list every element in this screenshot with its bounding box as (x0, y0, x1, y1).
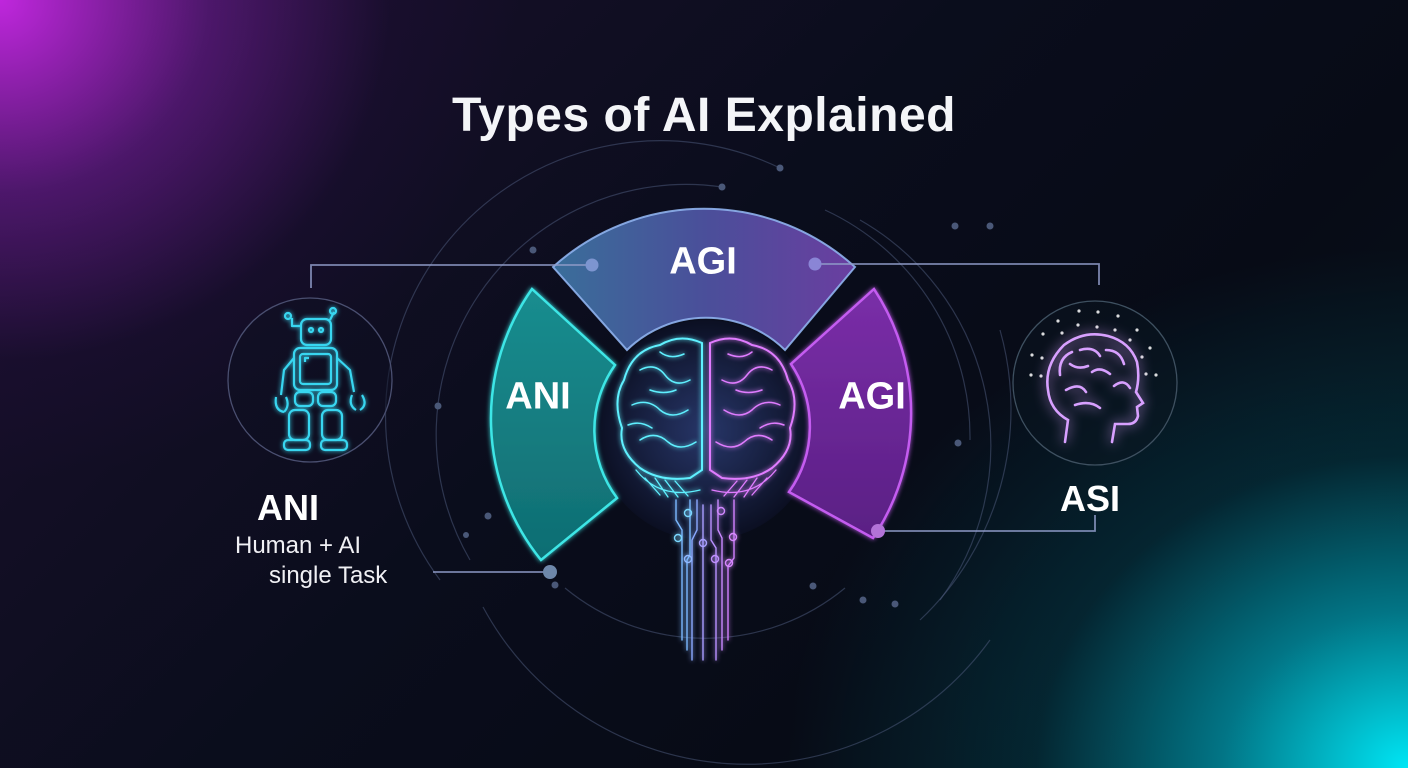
connector-lines (310, 263, 1100, 573)
brain-circuit-icon (616, 337, 796, 661)
robot-icon (227, 297, 393, 463)
orbit-arcs (384, 140, 1012, 765)
segment-right-label: AGI (838, 375, 906, 418)
orbit-dots (434, 164, 994, 608)
segment-top-agi (551, 207, 857, 352)
center-disc (596, 320, 816, 540)
human-head-brain-icon (1012, 300, 1178, 466)
left-panel-line2: single Task (269, 562, 388, 589)
left-panel-line1: Human + AI (235, 532, 362, 559)
segment-left-label: ANI (505, 375, 571, 418)
page-title: Types of AI Explained (452, 89, 956, 142)
segment-top-label: AGI (669, 240, 737, 283)
segment-left-ani (489, 287, 619, 562)
left-panel-title: ANI (257, 487, 319, 528)
connector-dots (543, 257, 885, 579)
right-panel-title: ASI (1059, 478, 1121, 519)
